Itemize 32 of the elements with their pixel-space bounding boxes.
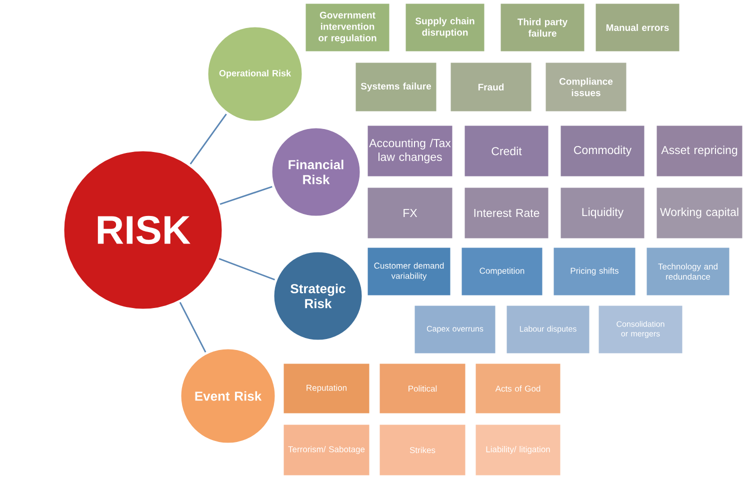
connector-line xyxy=(179,302,206,353)
category-box: FX xyxy=(366,186,454,240)
connector-line xyxy=(218,258,275,280)
category-box: Terrorism/ Sabotage xyxy=(282,423,371,477)
connector-line xyxy=(190,114,227,164)
category-box: Systems failure xyxy=(354,61,438,113)
category-box: Interest Rate xyxy=(463,186,550,240)
category-box: Accounting /Tax law changes xyxy=(366,124,454,178)
category-box: Strikes xyxy=(378,423,467,477)
category-box: Capex overruns xyxy=(413,304,497,355)
category-box: Compliance issues xyxy=(544,61,628,113)
category-box: Supply chain disruption xyxy=(404,2,486,53)
category-box: Fraud xyxy=(449,61,533,113)
category-box: Manual errors xyxy=(594,2,681,53)
category-box: Labour disputes xyxy=(505,304,591,355)
category-box: Consolidation or mergers xyxy=(597,304,684,355)
category-box: Liquidity xyxy=(559,186,646,240)
category-box: Technology and redundance xyxy=(645,246,731,297)
category-box: Commodity xyxy=(559,124,646,178)
connector-line xyxy=(220,186,272,205)
category-box: Third party failure xyxy=(499,2,586,53)
category-box: Liability/ litigation xyxy=(474,423,562,477)
category-box: Asset repricing xyxy=(655,124,744,178)
category-box: Government intervention or regulation xyxy=(304,2,391,53)
category-box: Reputation xyxy=(282,362,371,415)
category-box: Competition xyxy=(460,246,544,297)
category-box: Customer demand variability xyxy=(366,246,452,297)
category-box: Acts of God xyxy=(474,362,562,415)
category-box: Working capital xyxy=(655,186,744,240)
category-box: Pricing shifts xyxy=(552,246,637,297)
category-box: Credit xyxy=(463,124,550,178)
category-box: Political xyxy=(378,362,467,415)
